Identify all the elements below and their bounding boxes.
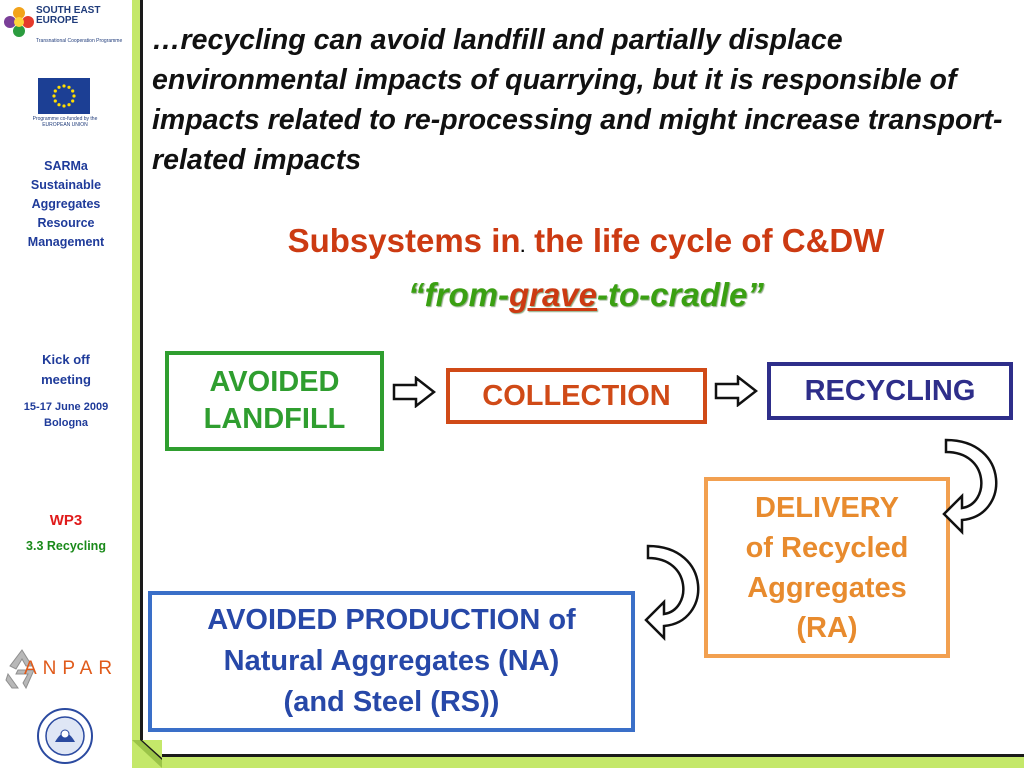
collection-label: COLLECTION — [482, 379, 671, 412]
work-package-subtitle: 3.3 Recycling — [26, 539, 106, 553]
arrow-right-icon — [714, 375, 758, 407]
project-name-line: Aggregates — [31, 197, 101, 211]
slide-heading: Subsystems in. the life cycle of C&DW — [148, 222, 1024, 260]
frame-border-line — [140, 0, 143, 757]
slide-subheading: “from-grave-to-cradle” — [148, 276, 1024, 314]
university-seal-icon — [37, 708, 93, 764]
project-name-line: Sustainable — [30, 178, 102, 192]
meeting-date: 15-17 June 2009 — [23, 401, 109, 413]
avoided-production-box: AVOIDED PRODUCTION of Natural Aggregates… — [148, 591, 635, 732]
meeting-location: Bologna — [44, 417, 88, 429]
avoided-production-line: Natural Aggregates (NA) — [223, 645, 560, 677]
avoided-landfill-box: AVOIDED LANDFILL — [165, 351, 384, 451]
eu-logo-caption: Programme co-funded by the EUROPEAN UNIO… — [32, 116, 98, 128]
collection-box: COLLECTION — [446, 368, 707, 424]
subheading-emphasis: grave — [508, 276, 598, 313]
anpar-logo-text: ANPAR — [24, 658, 119, 679]
heading-text: Subsystems in — [287, 222, 521, 259]
see-logo-text: SOUTH EAST EUROPE — [36, 6, 100, 26]
meeting-label-line: Kick off — [42, 352, 90, 367]
sidebar: SOUTH EAST EUROPE Transnational Cooperat… — [0, 0, 132, 768]
avoided-landfill-line: AVOIDED — [209, 366, 340, 398]
delivery-box: DELIVERY of Recycled Aggregates (RA) — [704, 477, 950, 658]
eu-flag-icon — [38, 78, 90, 114]
subheading-open: “from- — [408, 276, 509, 313]
delivery-line: Aggregates — [747, 571, 907, 604]
heading-dot: . — [520, 239, 525, 256]
delivery-line: (RA) — [796, 611, 858, 644]
subheading-close: -to-cradle” — [597, 276, 764, 313]
meeting-label-line: meeting — [41, 372, 91, 387]
see-logo-line2: EUROPE — [36, 15, 79, 26]
curved-arrow-down-icon — [942, 438, 998, 536]
work-package-label: WP3 — [49, 512, 83, 529]
delivery-line: of Recycled — [745, 531, 909, 564]
project-name: SARMa Sustainable Aggregates Resource Ma… — [0, 157, 132, 252]
project-name-line: SARMa — [44, 159, 88, 173]
anpar-recycle-logo — [5, 649, 35, 690]
see-logo-line1: SOUTH EAST — [36, 5, 101, 16]
arrow-right-icon — [392, 376, 436, 408]
avoided-landfill-line: LANDFILL — [203, 403, 346, 435]
frame-border-left — [132, 0, 142, 768]
see-logo-tagline: Transnational Cooperation Programme — [36, 38, 123, 44]
delivery-line: DELIVERY — [755, 491, 899, 524]
project-name-line: Management — [27, 235, 105, 249]
avoided-production-line: (and Steel (RS)) — [283, 686, 500, 718]
frame-corner — [132, 740, 162, 768]
curved-arrow-down-icon — [644, 544, 700, 642]
intro-quote: …recycling can avoid landfill and partia… — [152, 24, 1003, 176]
south-east-europe-logo — [4, 7, 34, 37]
meeting-label: Kick off meeting — [0, 350, 132, 390]
frame-border-bottom — [142, 754, 1024, 768]
recycling-box: RECYCLING — [767, 362, 1013, 420]
recycling-label: RECYCLING — [804, 374, 976, 407]
meeting-dates: 15-17 June 2009 Bologna — [0, 399, 132, 431]
avoided-production-line: AVOIDED PRODUCTION of — [207, 604, 576, 636]
project-name-line: Resource — [37, 216, 95, 230]
heading-text-end: the life cycle of C&DW — [524, 222, 885, 259]
